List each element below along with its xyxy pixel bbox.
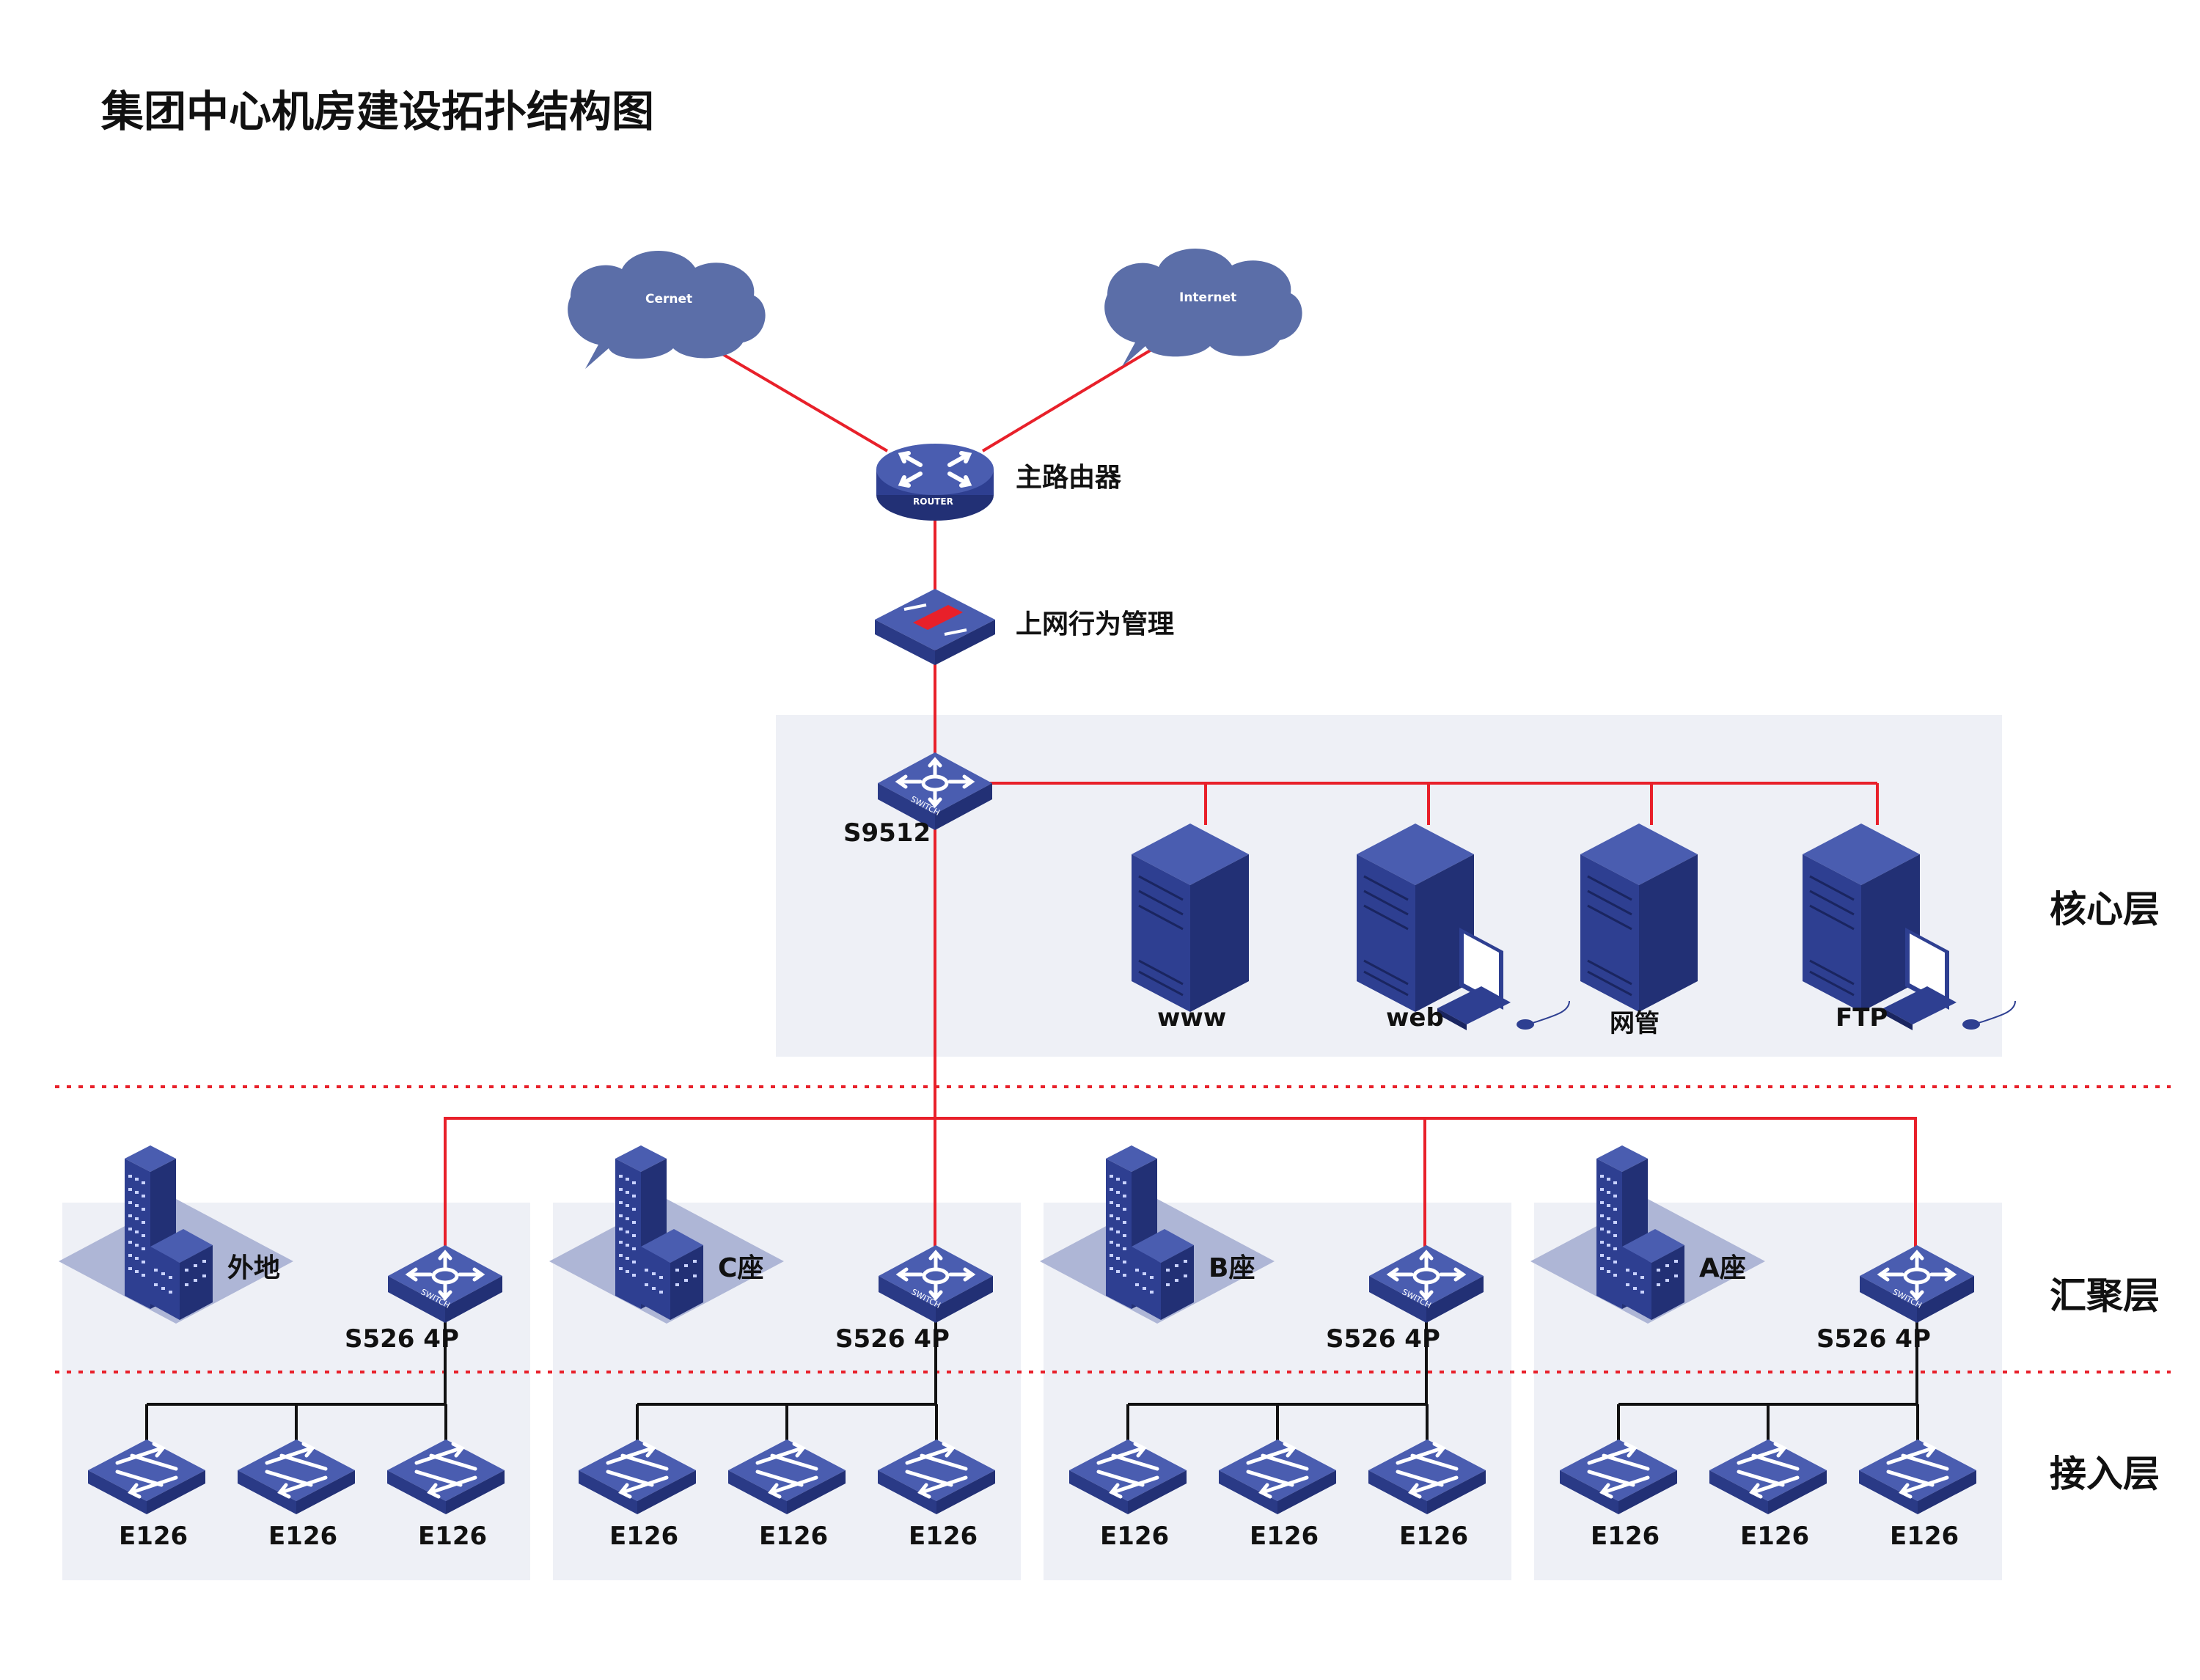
server-workstation-icon — [1801, 822, 2016, 1031]
building-icon — [549, 1145, 784, 1324]
access-switch-icon — [1368, 1439, 1486, 1514]
access-switch-icon — [728, 1439, 846, 1514]
aggregation-switch-label-2: S526 4P — [1326, 1324, 1440, 1354]
server-icon — [1579, 822, 1699, 1013]
cloud-label-internet: Internet — [1179, 290, 1237, 305]
access-switch-icon — [238, 1439, 355, 1514]
page-title: 集团中心机房建设拓扑结构图 — [101, 87, 655, 136]
access-switch-icon — [1709, 1439, 1827, 1514]
layer-label-access: 接入层 — [2050, 1453, 2160, 1495]
cloud-icon — [568, 250, 766, 369]
server-label-web: web — [1386, 1003, 1444, 1032]
access-switch-icon — [1560, 1439, 1677, 1514]
access-switch-label-1-0: E126 — [609, 1522, 679, 1551]
access-switch-label-3-0: E126 — [1591, 1522, 1660, 1551]
aggregation-switch-label-1: S526 4P — [835, 1324, 950, 1354]
cloud-label-cernet: Cernet — [645, 292, 693, 307]
server-label-nms: 网管 — [1610, 1009, 1660, 1038]
site-name-0: 外地 — [227, 1253, 281, 1283]
access-switch-icon — [878, 1439, 995, 1514]
firewall-icon — [875, 589, 995, 665]
server-label-www: www — [1157, 1003, 1227, 1032]
site-name-3: A座 — [1699, 1253, 1746, 1283]
site-name-1: C座 — [718, 1253, 764, 1283]
access-switch-label-1-1: E126 — [759, 1522, 829, 1551]
access-switch-icon — [88, 1439, 205, 1514]
access-switch-label-2-2: E126 — [1399, 1522, 1469, 1551]
firewall-label: 上网行为管理 — [1016, 609, 1175, 639]
access-switch-icon — [1859, 1439, 1976, 1514]
building-icon — [1530, 1145, 1765, 1324]
router-icon: ROUTER — [876, 444, 994, 521]
aggregation-switch-label-3: S526 4P — [1816, 1324, 1931, 1354]
access-switch-icon — [1219, 1439, 1336, 1514]
link-aggregation-bus — [444, 1117, 1917, 1247]
access-switch-label-0-1: E126 — [268, 1522, 338, 1551]
access-switch-label-2-0: E126 — [1100, 1522, 1170, 1551]
layer-label-core: 核心层 — [2050, 888, 2160, 931]
access-switch-icon — [579, 1439, 696, 1514]
server-label-ftp: FTP — [1836, 1003, 1888, 1032]
server-icon — [1130, 822, 1250, 1013]
link-internet-router — [981, 342, 1164, 452]
access-switch-label-3-1: E126 — [1740, 1522, 1810, 1551]
core-switch-label: S9512 — [843, 818, 931, 848]
access-switch-icon — [1069, 1439, 1187, 1514]
access-switch-label-3-2: E126 — [1890, 1522, 1959, 1551]
site-name-2: B座 — [1209, 1253, 1255, 1283]
access-switch-label-0-2: E126 — [418, 1522, 488, 1551]
access-switch-label-1-2: E126 — [909, 1522, 978, 1551]
aggregation-switch-label-0: S526 4P — [345, 1324, 459, 1354]
aggregation-switch-icon — [388, 1245, 502, 1323]
router-label: 主路由器 — [1016, 463, 1122, 493]
access-switch-label-0-0: E126 — [119, 1522, 188, 1551]
svg-text:ROUTER: ROUTER — [913, 496, 953, 507]
cloud-icon — [1104, 248, 1302, 367]
link-cernet-router — [703, 342, 889, 452]
building-icon — [59, 1145, 293, 1324]
building-icon — [1040, 1145, 1275, 1324]
aggregation-switch-icon — [879, 1245, 993, 1323]
layer-label-aggregation: 汇聚层 — [2050, 1274, 2160, 1317]
aggregation-switch-icon — [1860, 1245, 1974, 1323]
access-switch-icon — [387, 1439, 505, 1514]
access-switch-label-2-1: E126 — [1250, 1522, 1319, 1551]
server-workstation-icon — [1355, 822, 1570, 1031]
aggregation-switch-icon — [1369, 1245, 1484, 1323]
